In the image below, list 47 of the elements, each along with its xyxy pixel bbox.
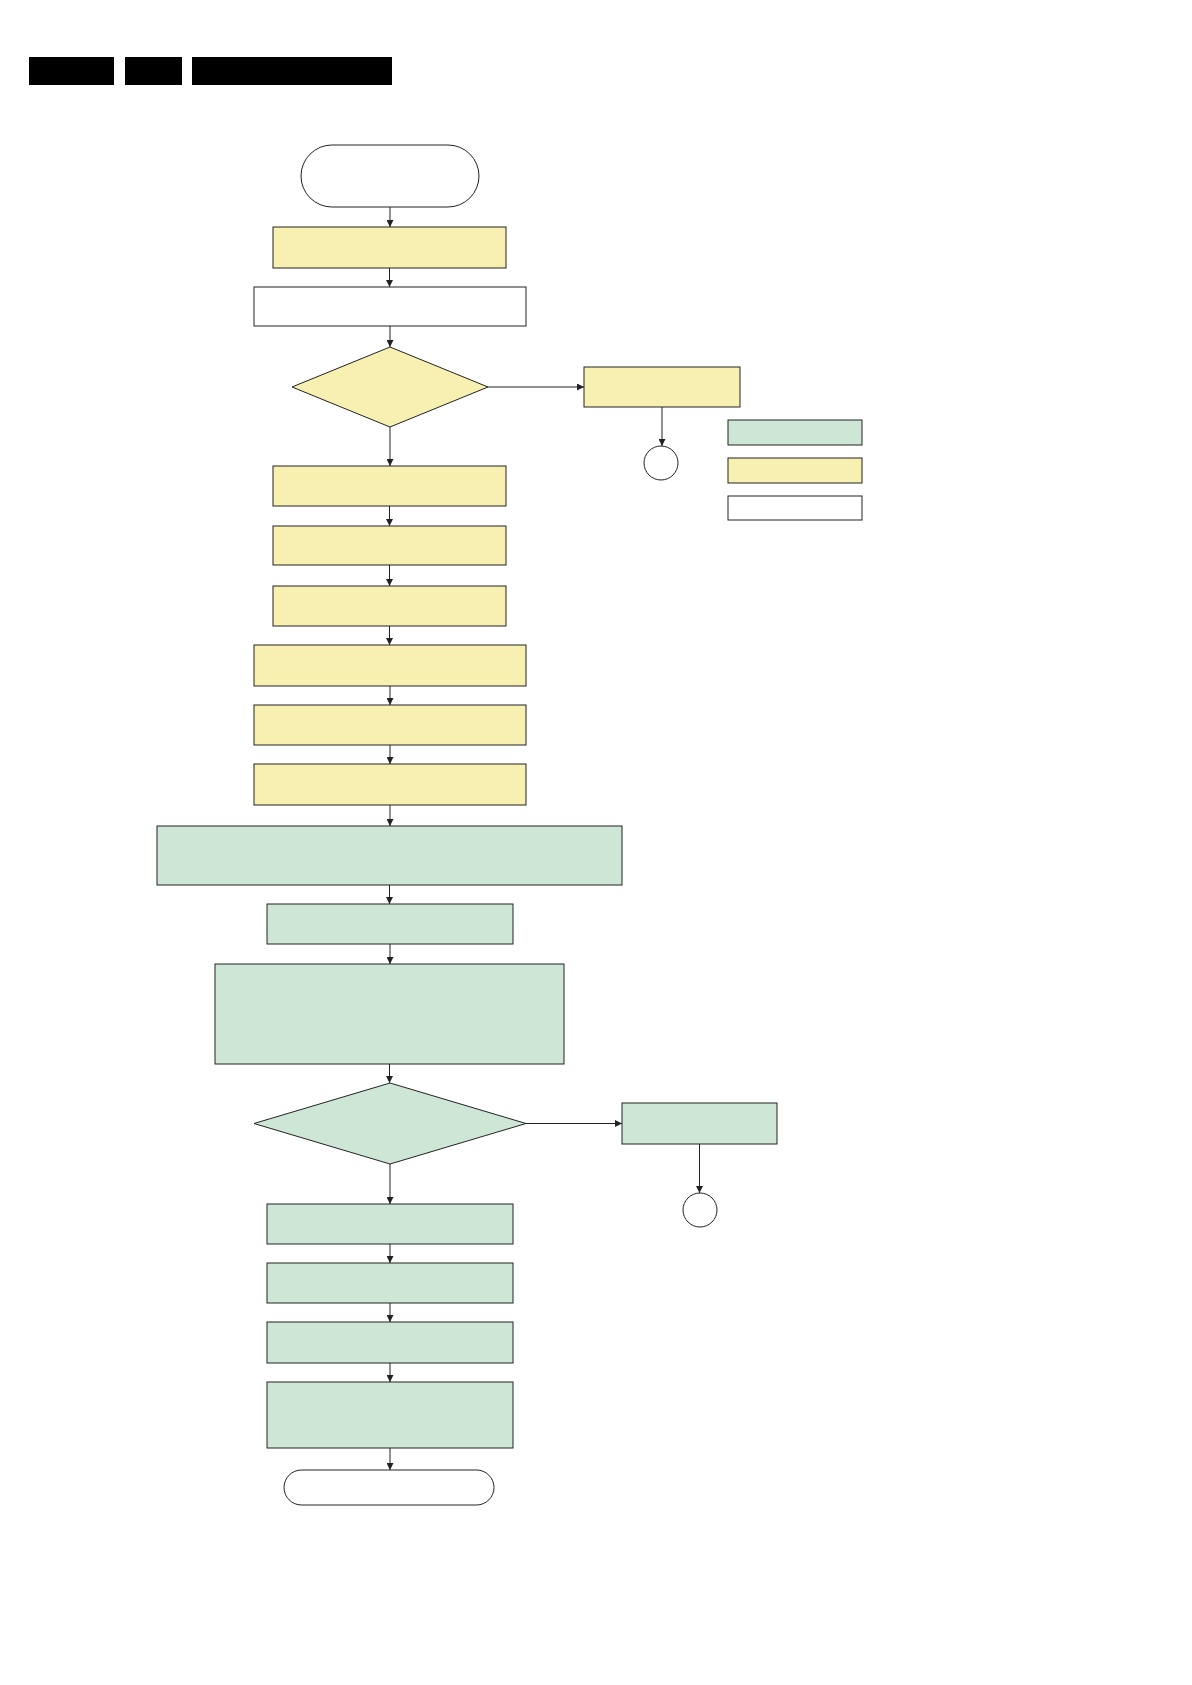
arrow xyxy=(386,1362,394,1383)
arrow xyxy=(386,1163,394,1205)
process-box xyxy=(266,1262,514,1304)
arrow xyxy=(386,943,394,965)
process-box xyxy=(272,226,507,269)
process-box xyxy=(214,963,565,1065)
process-box xyxy=(253,704,527,746)
process-box xyxy=(253,763,527,806)
process-box xyxy=(266,903,514,945)
connector-circle xyxy=(682,1192,718,1228)
process-box xyxy=(266,1381,514,1449)
process-box xyxy=(621,1102,778,1145)
process-box xyxy=(266,1203,514,1245)
legend-swatch xyxy=(727,419,863,446)
process-box xyxy=(253,286,527,327)
arrow xyxy=(696,1143,703,1194)
arrow xyxy=(525,1120,623,1127)
arrow xyxy=(386,426,394,467)
decision-diamond xyxy=(253,1082,527,1165)
decision-diamond xyxy=(291,346,489,428)
arrow xyxy=(658,406,666,447)
process-box xyxy=(266,1321,514,1364)
process-box xyxy=(272,585,507,627)
arrow xyxy=(386,267,393,288)
arrow xyxy=(386,804,394,827)
arrow xyxy=(386,1243,394,1264)
arrow xyxy=(386,884,393,905)
arrow xyxy=(386,206,394,228)
arrow xyxy=(487,383,585,391)
arrow xyxy=(386,505,393,527)
arrow xyxy=(386,1447,394,1471)
process-box xyxy=(253,644,527,687)
arrow xyxy=(386,1302,394,1323)
terminal-shape xyxy=(283,1469,495,1506)
legend-swatch xyxy=(727,495,863,521)
legend-swatch xyxy=(727,457,863,484)
process-box xyxy=(583,366,741,408)
arrow xyxy=(386,685,394,706)
connector-circle xyxy=(643,445,679,481)
arrow xyxy=(386,625,393,646)
process-box xyxy=(272,465,507,507)
arrow xyxy=(386,744,394,765)
arrow xyxy=(386,325,394,348)
arrow xyxy=(386,564,393,587)
process-box xyxy=(272,525,507,566)
process-box xyxy=(156,825,623,886)
arrow xyxy=(386,1063,393,1084)
